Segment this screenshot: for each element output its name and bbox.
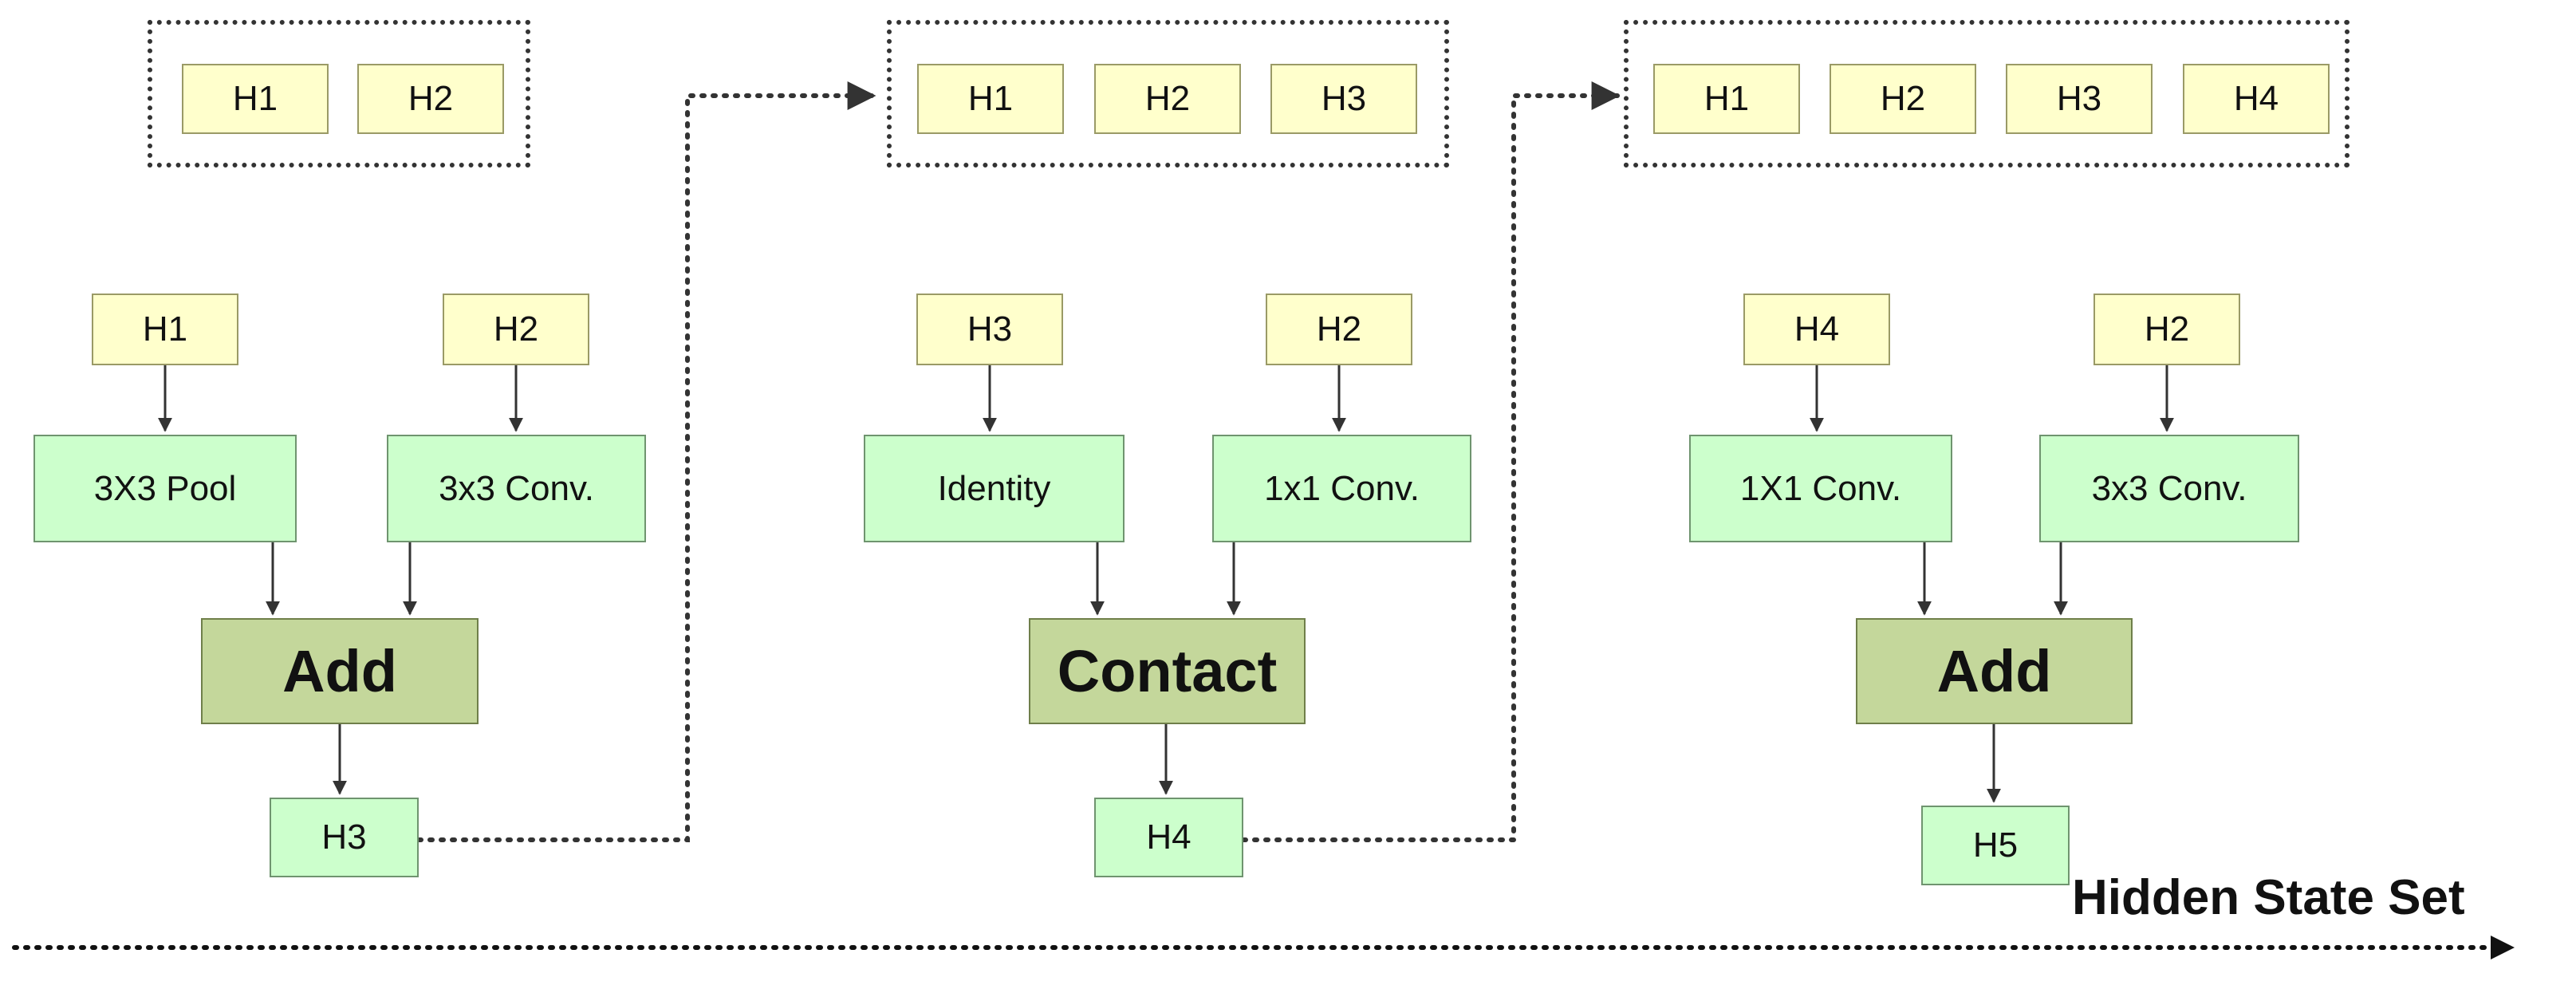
hidden-state-set-box [887, 20, 1449, 167]
state-set-item: H1 [1653, 64, 1800, 134]
state-set-item: H4 [2183, 64, 2330, 134]
state-set-item: H1 [917, 64, 1064, 134]
input-state: H4 [1743, 294, 1890, 365]
state-set-item: H1 [182, 64, 329, 134]
combine-op-box: Add [1856, 618, 2133, 724]
input-state: H2 [443, 294, 589, 365]
flow-output-to-next-set [416, 81, 876, 842]
operation-box: 3X3 Pool [33, 435, 297, 542]
input-state: H2 [2093, 294, 2240, 365]
state-set-item: H3 [2006, 64, 2153, 134]
state-set-item: H3 [1270, 64, 1417, 134]
flow-output-to-next-set [1241, 81, 1621, 842]
hidden-state-set-box [1624, 20, 2350, 167]
input-state: H3 [916, 294, 1063, 365]
combine-op-box: Add [201, 618, 479, 724]
state-set-item: H2 [357, 64, 504, 134]
hidden-state-set-label: Hidden State Set [2072, 870, 2465, 925]
operation-box: 3x3 Conv. [2039, 435, 2299, 542]
operation-box: 1X1 Conv. [1689, 435, 1952, 542]
operation-box: 1x1 Conv. [1212, 435, 1471, 542]
operation-box: Identity [864, 435, 1125, 542]
output-state: H5 [1921, 806, 2070, 885]
output-state: H3 [270, 798, 419, 877]
output-state: H4 [1094, 798, 1243, 877]
hidden-state-set-box [148, 20, 530, 167]
input-state: H2 [1266, 294, 1412, 365]
combine-op-box: Contact [1029, 618, 1306, 724]
input-state: H1 [92, 294, 238, 365]
state-set-item: H2 [1830, 64, 1976, 134]
state-set-item: H2 [1094, 64, 1241, 134]
operation-box: 3x3 Conv. [387, 435, 646, 542]
